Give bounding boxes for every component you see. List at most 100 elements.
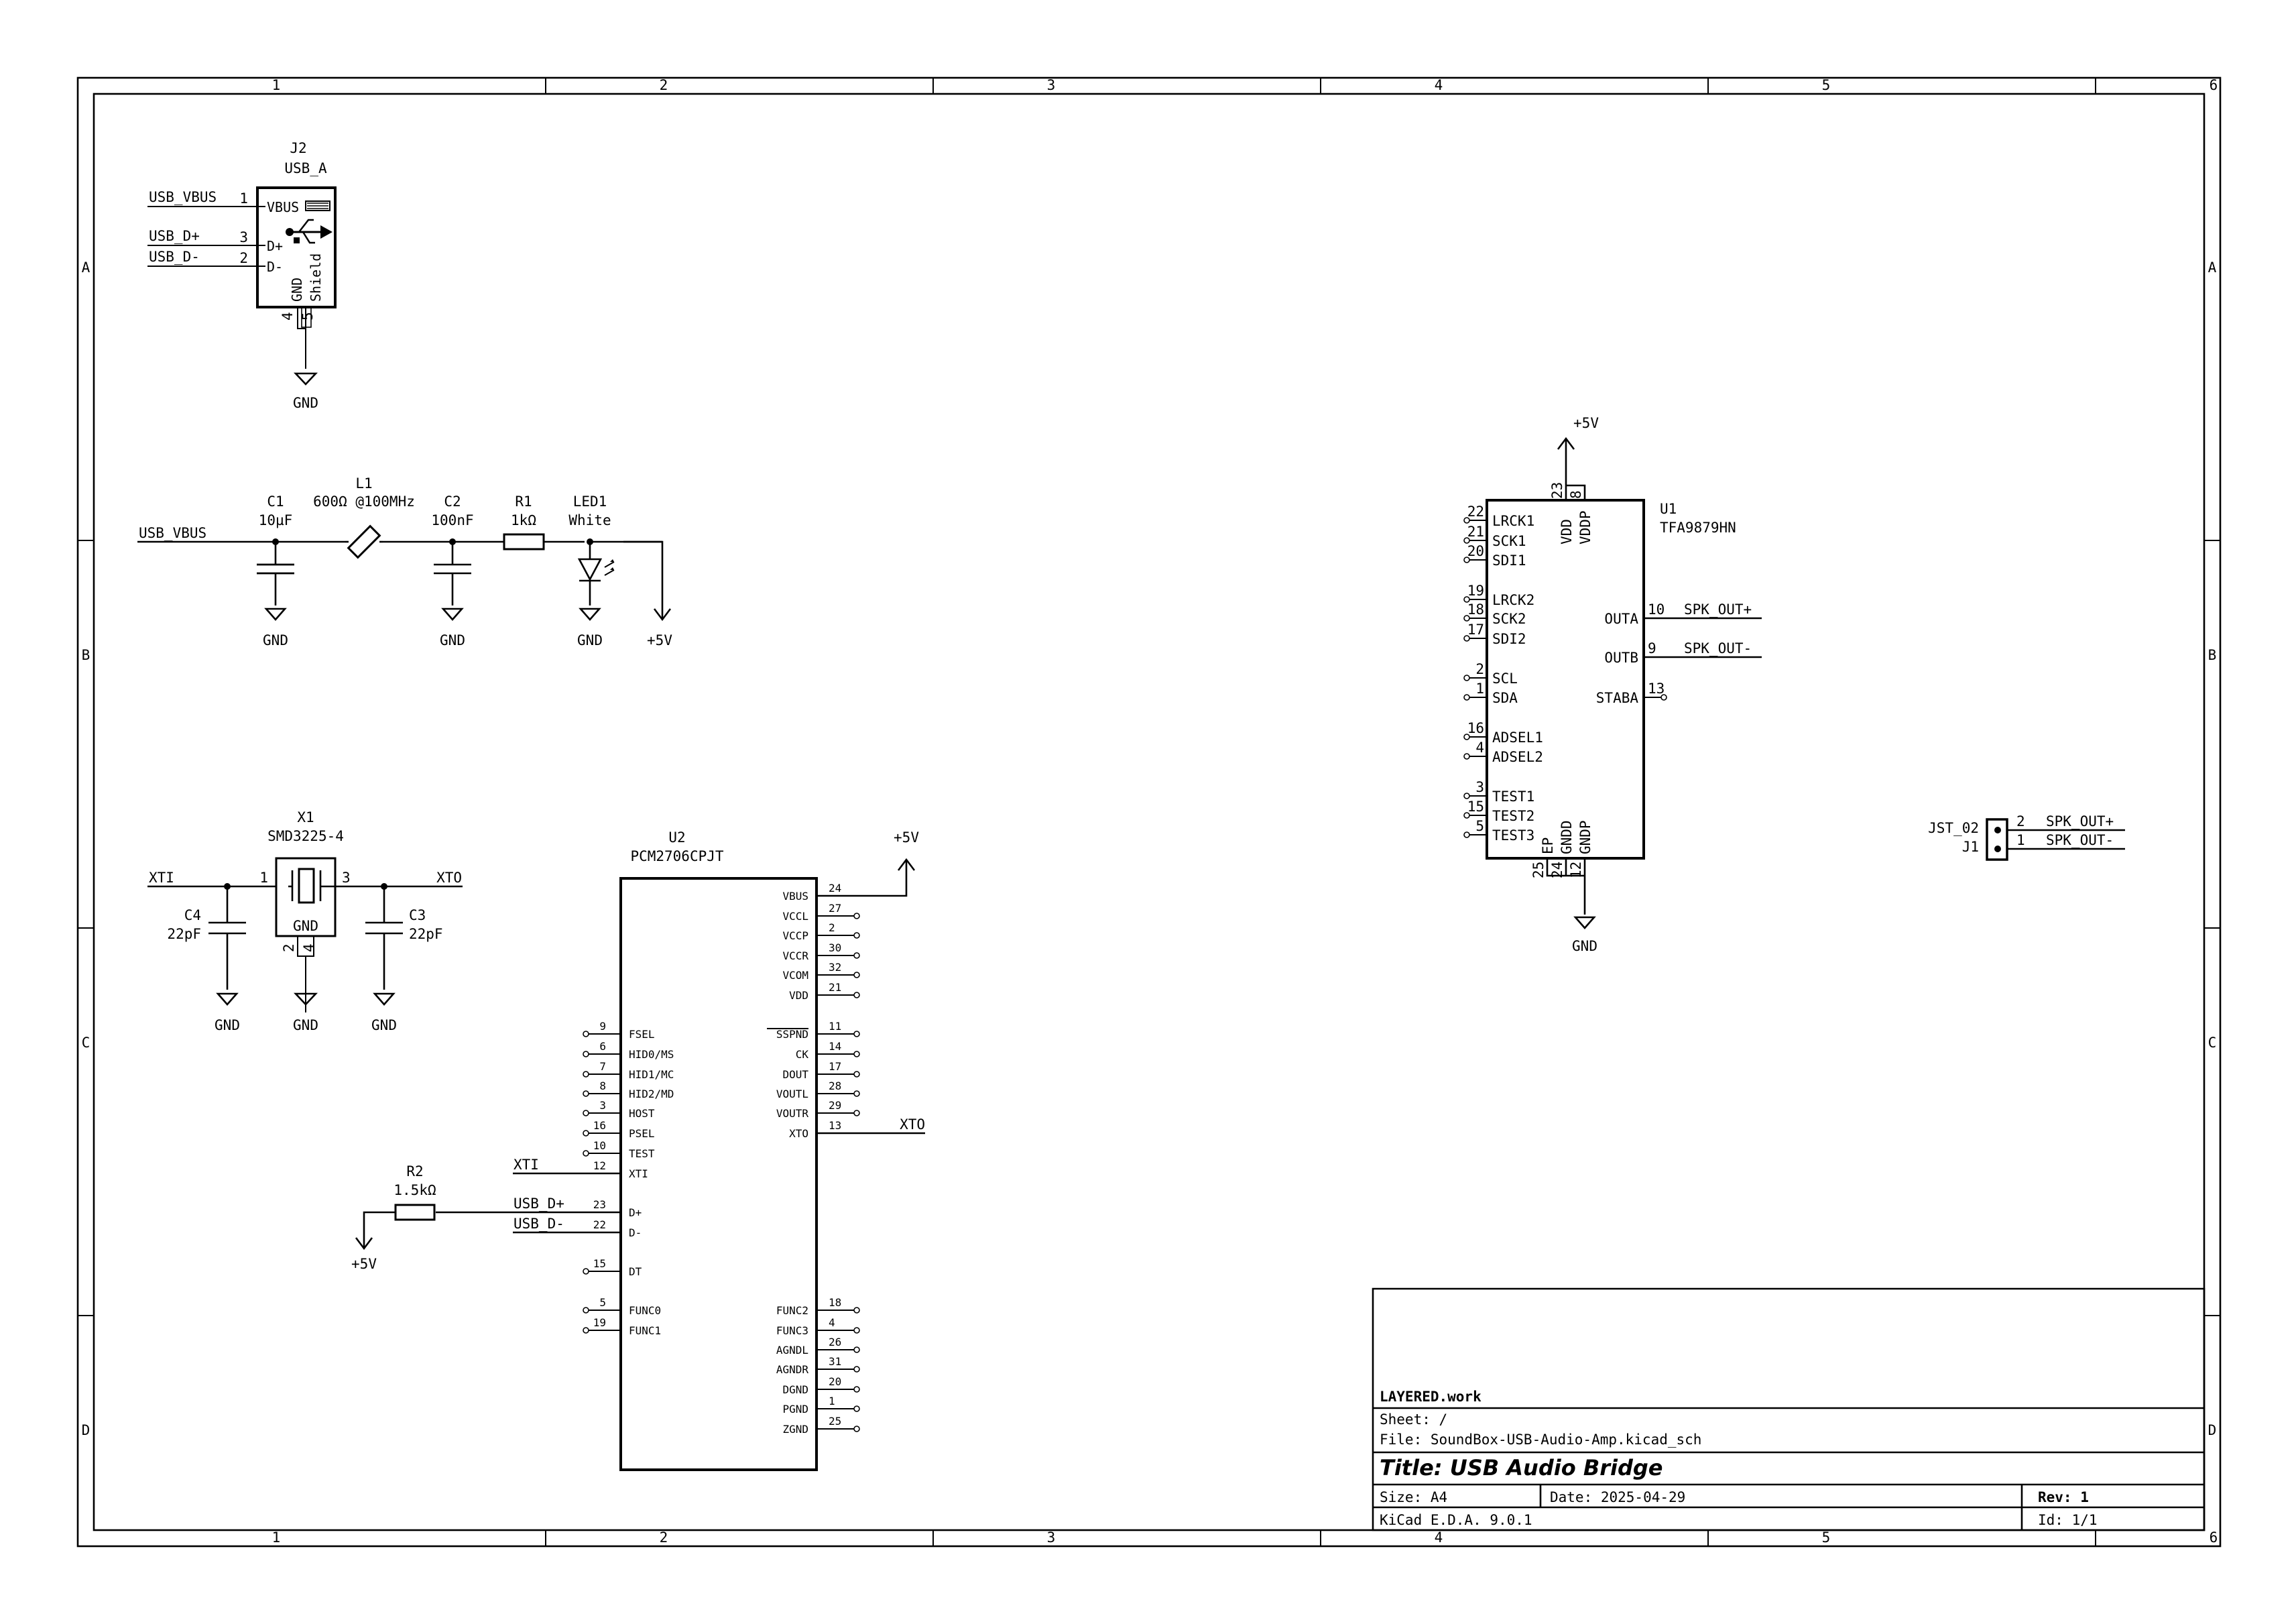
- no-connect-marker: [853, 1405, 860, 1412]
- u2-pin-group: 9FSEL6HID0/MS7HID1/MC8HID2/MD3HOST16PSEL…: [583, 882, 860, 1436]
- u1-pin-num-3: 3: [1475, 779, 1484, 795]
- u1-pin-num-16: 16: [1467, 720, 1484, 736]
- c2-value: 100nF: [431, 512, 473, 528]
- u2-pin-7-label-right: CK: [796, 1048, 809, 1061]
- u2-5v-label: +5V: [894, 829, 919, 846]
- no-connect-marker: [583, 1327, 589, 1334]
- tb-company: LAYERED.work: [1380, 1389, 1482, 1405]
- net-label-dp-u2: USB_D+: [513, 1196, 564, 1212]
- u1-gnd-label: GND: [1572, 938, 1597, 954]
- no-connect-marker: [853, 1366, 860, 1373]
- u2-pin-4-label-right: VCOM: [782, 969, 808, 982]
- j2-pin-vbus: VBUS: [267, 199, 299, 215]
- no-connect-marker: [853, 1386, 860, 1393]
- j1-pin2-num: 2: [2016, 813, 2025, 829]
- j1-value: JST_02: [1928, 820, 1979, 836]
- net-label-xto-u2: XTO: [900, 1116, 925, 1133]
- no-connect-marker: [853, 1031, 860, 1037]
- c4-ref: C4: [184, 907, 201, 923]
- j2-pin-shield: Shield: [308, 253, 324, 302]
- r1-value: 1kΩ: [511, 512, 536, 528]
- u2-pin-num-4: 4: [829, 1316, 835, 1329]
- u1-pin-num-4: 4: [1475, 740, 1484, 756]
- net-label-xti-crystal: XTI: [149, 870, 174, 886]
- u2-pin-1-label-right: VCCL: [782, 910, 808, 923]
- c3-gnd-label: GND: [371, 1017, 397, 1033]
- x1-pin1-num: 1: [259, 870, 268, 886]
- c1-ref: C1: [267, 494, 284, 510]
- u1-pin-2-label-right: STABA: [1596, 690, 1639, 706]
- u1-pin-num-2: 2: [1475, 661, 1484, 677]
- u2-pin-num-17: 17: [829, 1060, 841, 1073]
- u2-pin-4-label: HOST: [629, 1107, 655, 1120]
- no-connect-marker: [853, 1071, 860, 1078]
- u1-top-pin-1-label: VDDP: [1577, 510, 1593, 544]
- u1-pin-10-label: TEST1: [1492, 789, 1534, 805]
- u1-pin-1-label-right: OUTB: [1604, 650, 1638, 666]
- no-connect-marker: [1660, 694, 1667, 701]
- no-connect-marker: [853, 992, 860, 998]
- no-connect-marker: [1463, 694, 1470, 701]
- net-label-xti-u2: XTI: [513, 1157, 539, 1173]
- u1-pin-3-label: LRCK2: [1492, 592, 1534, 608]
- no-connect-marker: [1463, 793, 1470, 799]
- frame-col-bottom-1: 1: [272, 1529, 281, 1546]
- u1-pin-num-15: 15: [1467, 799, 1484, 815]
- u1-pin-num-21: 21: [1467, 524, 1484, 540]
- frame-row-left-C: C: [82, 1035, 90, 1051]
- u2-pin-13-label-right: FUNC3: [776, 1324, 808, 1337]
- u1-pin-num-10: 10: [1648, 601, 1665, 618]
- j2-pin2-num: 2: [239, 250, 248, 266]
- u2-pin-9-label: D-: [629, 1226, 642, 1239]
- u2-pin-num-1: 1: [829, 1395, 835, 1407]
- no-connect-marker: [853, 952, 860, 959]
- u2-pin-10-label-right: VOUTR: [776, 1107, 809, 1120]
- u2-pin-1-label: HID0/MS: [629, 1048, 674, 1061]
- u2-pin-num-21: 21: [829, 981, 841, 994]
- u1-pin-num-8: 8: [1568, 490, 1584, 499]
- no-connect-marker: [1463, 615, 1470, 622]
- u1-pin-9-label: ADSEL2: [1492, 749, 1543, 765]
- u1-pin-num-5: 5: [1475, 818, 1484, 834]
- u2-pin-5-label: PSEL: [629, 1127, 655, 1140]
- no-connect-marker: [583, 1110, 589, 1116]
- j2-pin-gnd: GND: [289, 278, 305, 302]
- no-connect-marker: [583, 1090, 589, 1097]
- u1-pin-2-label: SDI1: [1492, 553, 1526, 569]
- tb-rev: Rev: 1: [2038, 1489, 2089, 1505]
- r1-ref: R1: [515, 494, 532, 510]
- c2-gnd-label: GND: [440, 632, 465, 648]
- tb-sheet: Sheet: /: [1380, 1411, 1447, 1428]
- u2-pin-num-7: 7: [599, 1060, 606, 1073]
- u2-pin-num-19: 19: [593, 1316, 606, 1329]
- u2-pin-11-label-right: XTO: [789, 1127, 808, 1140]
- u2-pin-14-label-right: AGNDL: [776, 1344, 808, 1356]
- frame-col-top-3: 3: [1047, 77, 1056, 93]
- crystal-section: XTI XTO X1 SMD3225-4 GND 1 3 2 4 GND C4 …: [147, 809, 463, 1033]
- tb-tool: KiCad E.D.A. 9.0.1: [1380, 1512, 1532, 1528]
- u2-pin-3-label: HID2/MD: [629, 1088, 674, 1100]
- j1-pin1-num: 1: [2016, 832, 2025, 848]
- no-connect-marker: [853, 1110, 860, 1116]
- frame-col-bottom-4: 4: [1435, 1529, 1443, 1546]
- u1-pin-0-label-right: OUTA: [1604, 611, 1638, 627]
- frame-col-top-1: 1: [272, 77, 281, 93]
- j1-ref: J1: [1962, 839, 1979, 855]
- u2-pin-num-30: 30: [829, 941, 841, 954]
- j2-pin3-num: 3: [239, 229, 248, 245]
- u2-pin-5-label-right: VDD: [789, 989, 808, 1002]
- j2-ref: J2: [290, 140, 306, 156]
- frame-col-top-4: 4: [1435, 77, 1443, 93]
- u1-pin-6-label: SCL: [1492, 671, 1518, 687]
- j2-pin-dp: D+: [267, 238, 283, 254]
- x1-ref: X1: [297, 809, 314, 825]
- u1-pin-num-18: 18: [1467, 601, 1484, 618]
- u1-ref: U1: [1660, 501, 1677, 517]
- frame-col-bottom-3: 3: [1047, 1529, 1056, 1546]
- net-label-spk-out-plus-u1: SPK_OUT+: [1684, 601, 1752, 618]
- x1-inner-label: GND: [293, 918, 318, 934]
- u2-pin-num-5: 5: [599, 1296, 606, 1309]
- u1-pin-num-17: 17: [1467, 622, 1484, 638]
- u2-pin-12-label-right: FUNC2: [776, 1304, 808, 1317]
- u2-pin-num-9: 9: [599, 1020, 606, 1033]
